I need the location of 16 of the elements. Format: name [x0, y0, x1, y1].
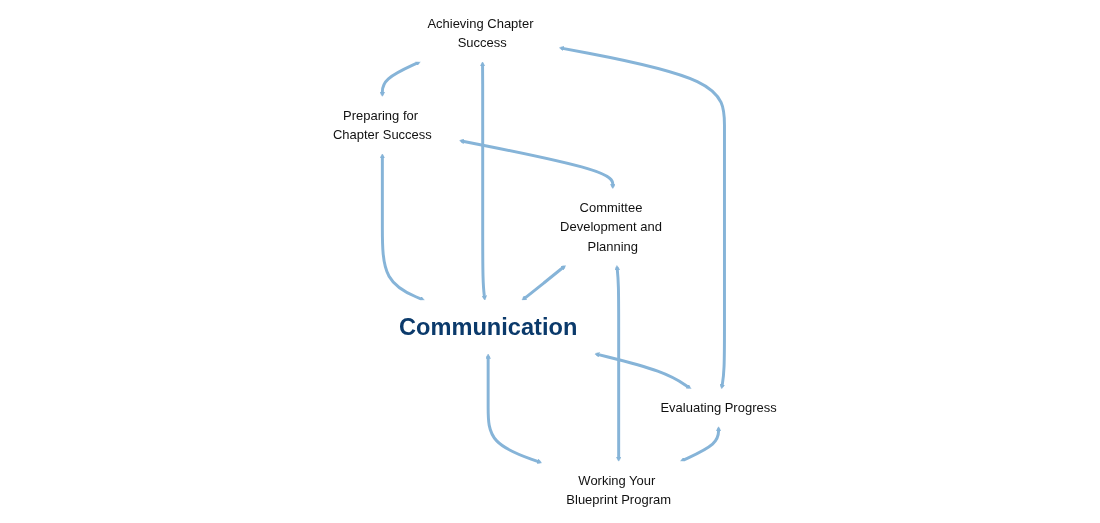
arrow [559, 46, 726, 390]
node-text: Working Your Blueprint Program [566, 472, 672, 508]
arrow [485, 353, 543, 464]
arrow [379, 153, 425, 302]
node-text: Communication [398, 314, 578, 341]
arrow [679, 426, 722, 462]
arrow [379, 61, 421, 98]
arrow [521, 264, 567, 301]
node-text: Evaluating Progress [660, 400, 777, 415]
arrow [480, 61, 487, 301]
node-text: Achieving Chapter Success [427, 15, 534, 51]
arrow [459, 138, 616, 190]
node-text: Committee Development and Planning [560, 200, 662, 254]
arrow [594, 352, 692, 390]
arrow [614, 265, 622, 462]
node-text: Preparing for Chapter Success [332, 108, 432, 143]
